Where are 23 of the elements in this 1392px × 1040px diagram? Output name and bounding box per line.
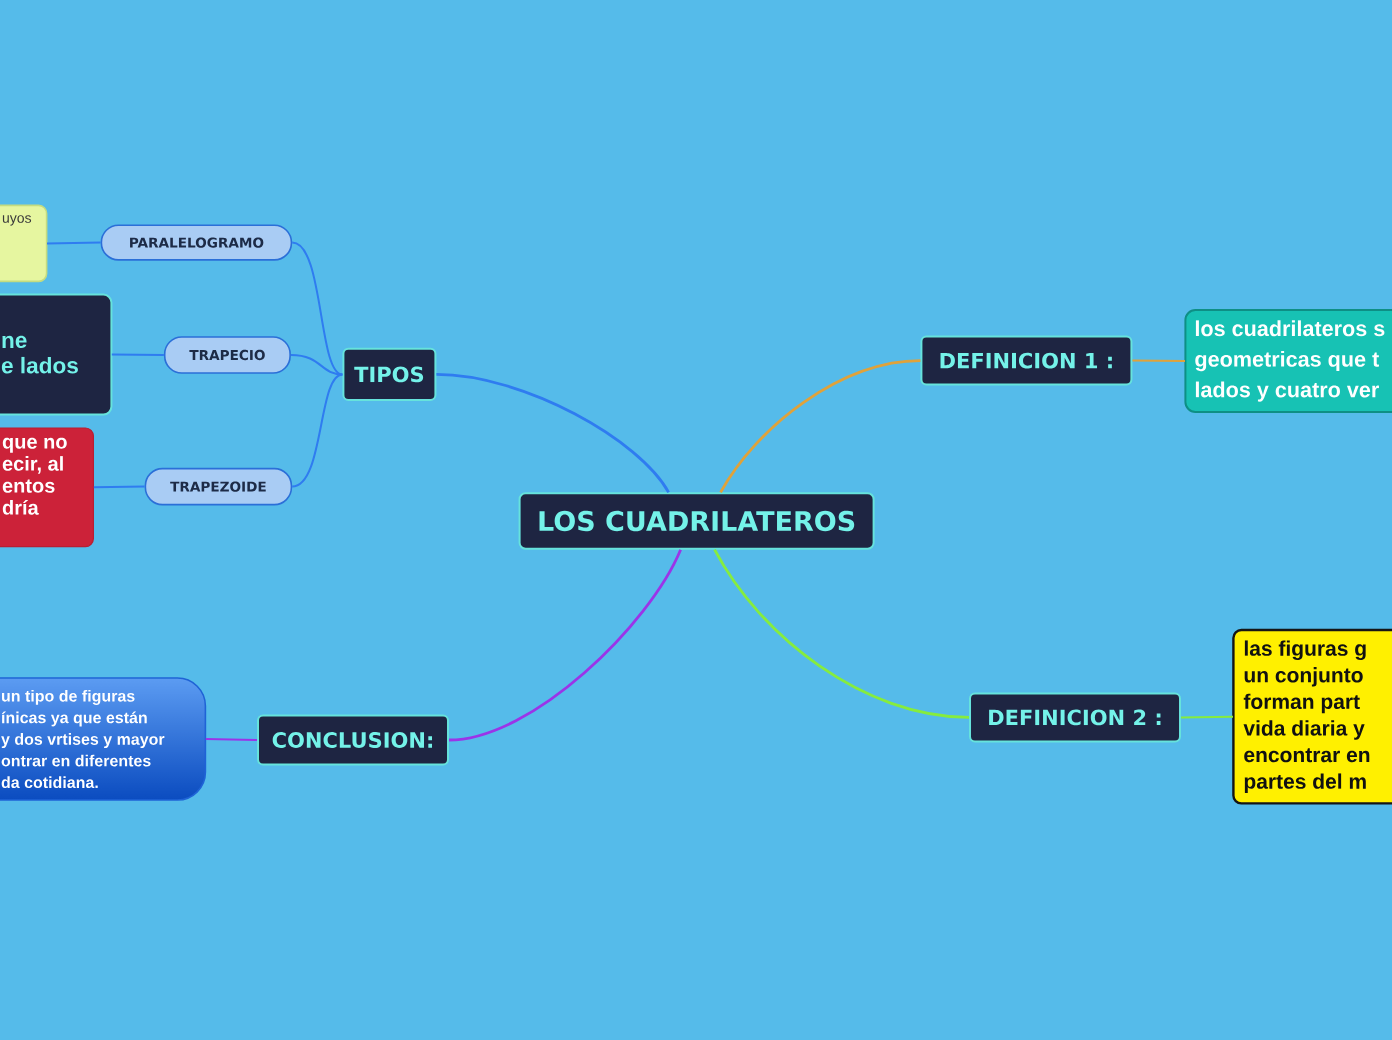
note-box: los cuadrilateros s geometricas que t lados y cuatro ver (1184, 309, 1392, 413)
branch-line (719, 359, 921, 494)
branch-line (1180, 715, 1234, 719)
topic-box: DEFINICION 1 : (920, 335, 1133, 386)
note-box: que no ecir, al entos dría (0, 427, 94, 548)
note-box: un tipo de figuras ínicas ya que están y dos vrtises y mayor ontrar en diferentes da cotidiana. (0, 677, 207, 801)
note-box: las figuras g un conjunto forman part vida diaria y encontrar en partes del m (1232, 628, 1392, 805)
central-topic-box: LOS CUADRILATEROS (518, 492, 875, 550)
branch-line (1131, 359, 1186, 362)
branch-line (204, 738, 258, 741)
branch-line (448, 549, 682, 742)
topic-box: CONCLUSION: (257, 714, 449, 766)
branch-line (110, 353, 165, 356)
branch-line (92, 485, 146, 489)
branch-line (46, 241, 102, 245)
branch-line (291, 241, 344, 376)
topic-box: DEFINICION 2 : (969, 692, 1181, 743)
note-box: ne e lados (0, 293, 113, 416)
branch-line (291, 373, 344, 488)
branch-line (713, 549, 970, 719)
branch-line (289, 354, 344, 376)
branch-line (436, 373, 670, 494)
topic-box: TIPOS (342, 347, 437, 402)
